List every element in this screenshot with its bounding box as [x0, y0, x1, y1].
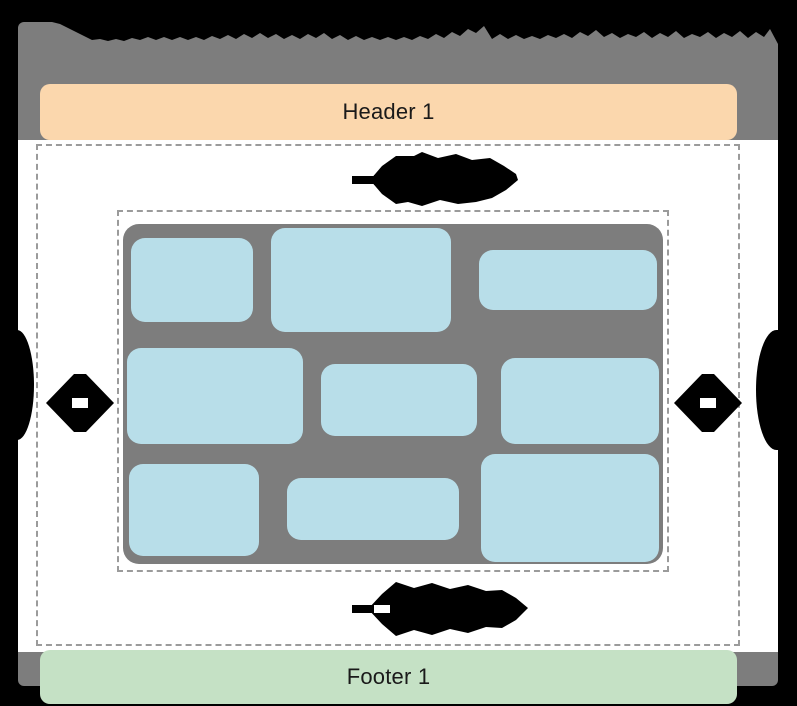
footer-band[interactable]: Footer 1: [40, 650, 737, 704]
resize-arrow-top[interactable]: [352, 150, 522, 210]
footer-label: Footer 1: [346, 664, 431, 689]
grid-card[interactable]: [321, 364, 477, 436]
shell-top-noise-edge: [18, 20, 778, 44]
grid-card[interactable]: [479, 250, 657, 310]
grid-card[interactable]: [271, 228, 451, 332]
grid-card[interactable]: [127, 348, 303, 444]
resize-arrow-left[interactable]: [44, 370, 116, 436]
edge-noise-bottom-left: [0, 0, 18, 706]
resize-arrow-bottom[interactable]: [352, 578, 534, 640]
header-label: Header 1: [342, 99, 435, 124]
resize-arrow-right[interactable]: [672, 370, 744, 436]
grid-card[interactable]: [287, 478, 459, 540]
grid-card[interactable]: [501, 358, 659, 444]
header-band[interactable]: Header 1: [40, 84, 737, 140]
edge-noise-top: [0, 0, 797, 22]
grid-card[interactable]: [129, 464, 259, 556]
grid-bounds-outline: [117, 210, 669, 572]
grid-card[interactable]: [481, 454, 659, 562]
edge-noise-far-right: [778, 0, 797, 706]
grid-card[interactable]: [131, 238, 253, 322]
content-bounds-outline: [36, 144, 740, 646]
card-grid: [123, 224, 663, 564]
